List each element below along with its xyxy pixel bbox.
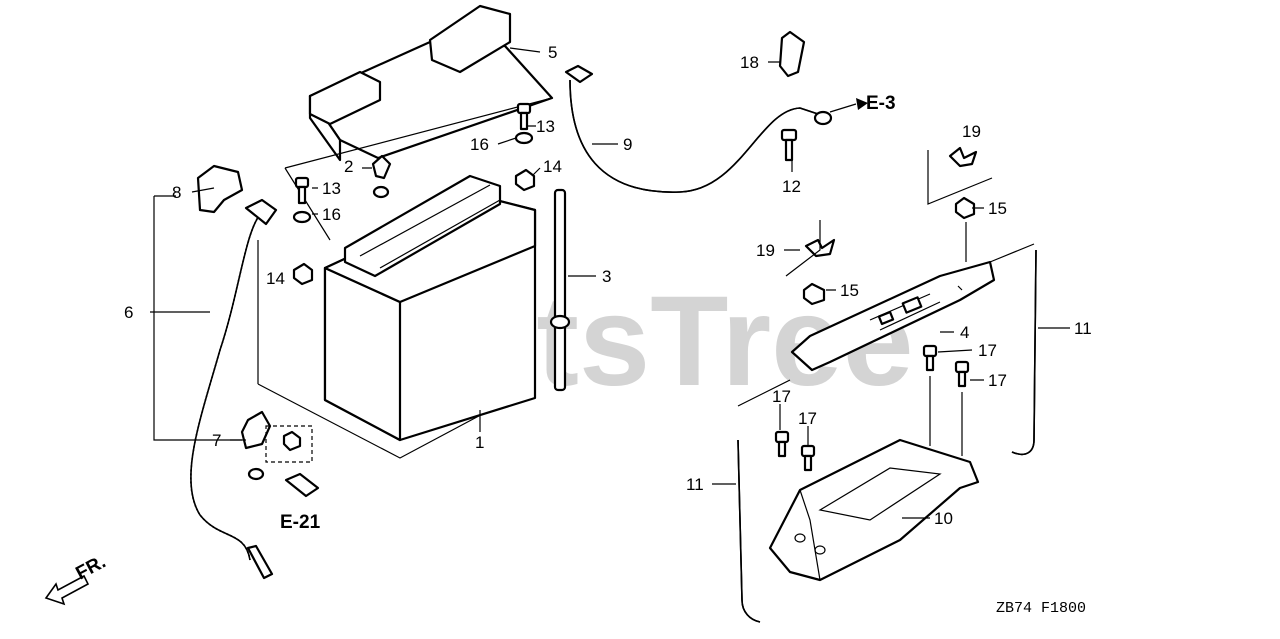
callout-17-a: 17 (978, 341, 997, 360)
callout-9: 9 (623, 135, 632, 154)
positive-cable[interactable] (564, 64, 833, 193)
negative-cable[interactable] (190, 198, 278, 580)
hold-rod-right[interactable] (1011, 249, 1037, 456)
bolt-13-lower[interactable] (294, 176, 310, 205)
washer-16-upper[interactable] (514, 131, 534, 145)
e21-arrow (284, 472, 320, 498)
assembly-outline (257, 97, 553, 459)
callout-13-upper: 13 (536, 117, 555, 136)
callout-2: 2 (344, 157, 353, 176)
callout-15-lower: 15 (840, 281, 859, 300)
battery[interactable] (323, 174, 537, 442)
callout-19-upper: 19 (962, 122, 981, 141)
bolt-17-b[interactable] (954, 360, 970, 388)
leader-small (312, 125, 541, 215)
callout-19-lower: 19 (756, 241, 775, 260)
callout-4: 4 (960, 323, 969, 342)
clip-18[interactable] (778, 30, 806, 78)
ring-terminal[interactable] (247, 467, 265, 481)
leader-18-12 (768, 61, 793, 172)
nut-14-lower[interactable] (292, 262, 314, 286)
leader-5 (509, 47, 541, 53)
detail-box (265, 425, 313, 463)
terminal-cover-7[interactable] (240, 410, 272, 450)
callout-17-d: 17 (798, 409, 817, 428)
callout-5: 5 (548, 43, 557, 62)
bolt-17-c[interactable] (774, 430, 790, 458)
battery-cover[interactable] (308, 4, 554, 162)
callout-bracket (153, 195, 242, 441)
wingnut-guides (785, 150, 993, 277)
callout-3: 3 (602, 267, 611, 286)
assembly-guides (737, 222, 1035, 456)
callout-14-lower: 14 (266, 269, 285, 288)
callout-17-c: 17 (772, 387, 791, 406)
leader-17-lower (779, 404, 809, 446)
callout-16-lower: 16 (322, 205, 341, 224)
breather-tube[interactable] (549, 188, 571, 392)
callout-11-left: 11 (686, 475, 704, 494)
callout-10: 10 (934, 509, 953, 528)
leader-misc (712, 207, 1070, 485)
ref-e3[interactable]: E-3 (866, 93, 896, 114)
e3-arrow-head (856, 98, 868, 110)
washer-16-lower[interactable] (292, 210, 312, 224)
callout-14-upper: 14 (543, 157, 562, 176)
bolt-12[interactable] (780, 128, 798, 162)
leader-right (902, 285, 984, 519)
terminal-cover-8[interactable] (196, 164, 244, 214)
flange-nut-15-lower[interactable] (802, 282, 826, 306)
callout-1: 1 (475, 433, 484, 452)
callout-13-lower: 13 (322, 179, 341, 198)
nut-detail[interactable] (282, 430, 302, 452)
callout-8: 8 (172, 183, 181, 202)
wing-nut-19-upper[interactable] (948, 146, 978, 168)
battery-tray[interactable] (768, 438, 980, 582)
callout-11-right: 11 (1074, 319, 1092, 338)
callout-15-upper: 15 (988, 199, 1007, 218)
nut-14-upper[interactable] (514, 168, 536, 192)
bolt-17-a[interactable] (922, 344, 938, 372)
screw-2[interactable] (371, 154, 392, 180)
battery-holder[interactable] (790, 260, 996, 372)
callout-16-upper: 16 (470, 135, 489, 154)
diagram-code: ZB74 F1800 (996, 600, 1086, 617)
callout-18: 18 (740, 53, 759, 72)
callout-17-b: 17 (988, 371, 1007, 390)
leader-6-8 (150, 187, 215, 313)
ref-e21[interactable]: E-21 (280, 512, 321, 533)
callout-6: 6 (124, 303, 133, 322)
bolt-13-upper[interactable] (516, 102, 532, 131)
e3-arrow-line (829, 103, 857, 113)
flange-nut-15-upper[interactable] (954, 196, 976, 220)
washer-2[interactable] (372, 185, 390, 199)
callout-7: 7 (212, 431, 221, 450)
front-arrow-icon (44, 574, 90, 606)
bolt-17-d[interactable] (800, 444, 816, 472)
callout-12: 12 (782, 177, 801, 196)
